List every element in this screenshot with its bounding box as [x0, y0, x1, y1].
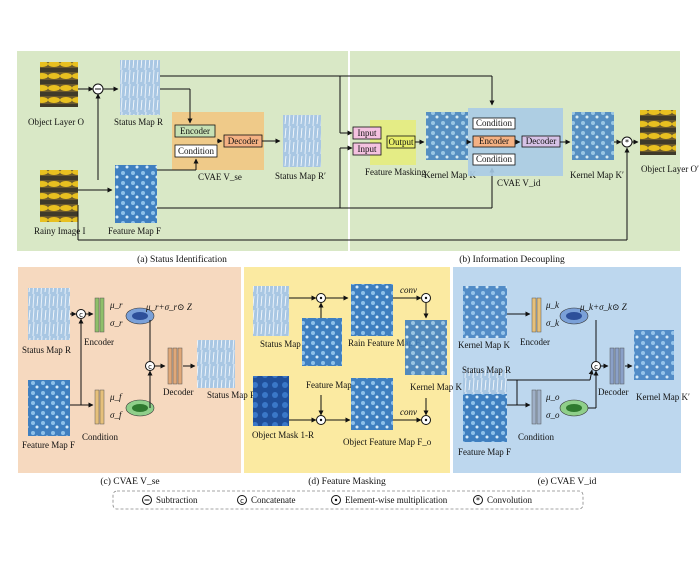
kernel-map-prime-label-b: Kernel Map K′ [570, 170, 624, 180]
legend-multiplication: Element-wise multiplication [345, 495, 448, 505]
kernel-map-label-e: Kernel Map K [458, 340, 510, 350]
cvae-se-label: CVAE V_se [198, 172, 242, 182]
condition-bottom-box-b [472, 153, 516, 166]
svg-text:σ_k: σ_k [546, 318, 560, 328]
feature-map-image-a [115, 165, 157, 223]
condition-box-a [174, 144, 218, 158]
kernel-map-prime-image-b [572, 112, 614, 160]
feature-map-image-e [463, 394, 507, 442]
legend-concatenate: Concatenate [251, 495, 295, 505]
object-layer-prime-image [640, 110, 676, 155]
svg-text:*: * [476, 496, 480, 505]
feature-map-label-e: Feature Map F [458, 447, 511, 457]
kernel-map-image-d [405, 320, 447, 375]
decoder-label-e: Decoder [598, 387, 628, 397]
object-layer-label: Object Layer O [28, 117, 84, 127]
status-map-label: Status Map R [114, 117, 163, 127]
condition-label-e: Condition [518, 432, 555, 442]
encoder-label-c: Encoder [84, 337, 114, 347]
input-box-1 [352, 126, 382, 140]
svg-text:c: c [594, 363, 598, 371]
status-map-label-c: Status Map R [22, 345, 71, 355]
decoder-label-c: Decoder [163, 387, 193, 397]
svg-text:Condition: Condition [178, 146, 215, 156]
svg-text:σ_r: σ_r [110, 318, 123, 328]
caption-e: (e) CVAE V_id [538, 476, 597, 487]
rainy-image-label: Rainy Image I [34, 226, 85, 236]
feature-map-image-c [28, 380, 70, 436]
feature-map-image-d [302, 318, 342, 366]
condition-label-c: Condition [82, 432, 119, 442]
legend-box [112, 490, 584, 510]
kernel-map-prime-image-e [634, 330, 674, 380]
status-map-prime-image [283, 115, 321, 167]
svg-text:Input: Input [358, 144, 377, 154]
svg-text:Input: Input [358, 128, 377, 138]
feature-map-label-c: Feature Map F [22, 440, 75, 450]
feature-map-label-a: Feature Map F [108, 226, 161, 236]
status-map-prime-image-c [197, 340, 235, 388]
object-feature-map-label: Object Feature Map F_o [343, 437, 432, 447]
conv-label-top: conv [400, 285, 417, 295]
svg-text:σ_f: σ_f [110, 410, 123, 420]
status-map-image-c [28, 288, 70, 340]
kernel-map-prime-label-e: Kernel Map K′ [636, 392, 690, 402]
svg-text:μ_k: μ_k [545, 300, 560, 310]
convolution-icon [473, 495, 483, 505]
encoder-label-e: Encoder [520, 337, 550, 347]
caption-a: (a) Status Identification [137, 254, 227, 265]
status-map-image-d [253, 286, 289, 336]
formula-e: μ_k+σ_k⊙ Z [579, 302, 628, 312]
svg-text:Output: Output [388, 137, 414, 147]
svg-text:μ_o: μ_o [545, 392, 560, 402]
svg-text:Encoder: Encoder [479, 136, 509, 146]
caption-b: (b) Information Decoupling [459, 254, 565, 265]
svg-text:Encoder: Encoder [180, 126, 210, 136]
svg-text:Decoder: Decoder [526, 136, 556, 146]
status-map-image [120, 60, 160, 115]
legend-convolution: Convolution [487, 495, 533, 505]
svg-text:μ_f: μ_f [109, 392, 123, 402]
rainy-image [40, 170, 78, 222]
status-map-label-d: Status Map R [260, 339, 309, 349]
svg-text:*: * [625, 138, 629, 147]
kernel-map-image-e [463, 286, 507, 338]
svg-text:c: c [79, 311, 83, 319]
svg-text:Condition: Condition [476, 118, 513, 128]
object-feature-map-image [351, 378, 393, 430]
svg-text:Decoder: Decoder [228, 136, 258, 146]
object-mask-label: Object Mask 1-R [252, 430, 314, 440]
legend-subtraction: Subtraction [156, 495, 198, 505]
feature-masking-label: Feature Masking [365, 167, 426, 177]
formula-c: μ_r+σ_r⊙ Z [145, 302, 193, 312]
kernel-map-image-b [426, 112, 468, 160]
svg-text:σ_o: σ_o [546, 410, 560, 420]
status-map-prime-label-c: Status Map R′ [207, 390, 258, 400]
conv-label-bottom: conv [400, 407, 417, 417]
encoder-box-a [174, 124, 216, 138]
concatenate-icon [237, 495, 247, 505]
caption-c: (c) CVAE V_se [100, 476, 159, 487]
svg-text:c: c [240, 497, 244, 505]
rain-feature-map-label: Rain Feature Map F_r [348, 338, 428, 348]
status-map-prime-label: Status Map R′ [275, 171, 326, 181]
status-map-label-e: Status Map R [462, 365, 511, 375]
svg-text:c: c [148, 363, 152, 371]
input-box-2 [352, 142, 382, 156]
object-layer-prime-label: Object Layer O′ [641, 164, 699, 174]
feature-map-label-d: Feature Map F [306, 380, 359, 390]
rain-feature-map-image [351, 284, 393, 336]
kernel-map-label-d: Kernel Map K [410, 382, 462, 392]
kernel-map-label-b: Kernel Map K [424, 170, 476, 180]
object-layer-image [40, 62, 78, 107]
svg-text:μ_r: μ_r [109, 300, 123, 310]
object-mask-image [253, 376, 289, 426]
svg-text:Condition: Condition [476, 154, 513, 164]
caption-d: (d) Feature Masking [308, 476, 386, 487]
condition-top-box-b [472, 117, 516, 130]
cvae-id-label: CVAE V_id [497, 178, 541, 188]
